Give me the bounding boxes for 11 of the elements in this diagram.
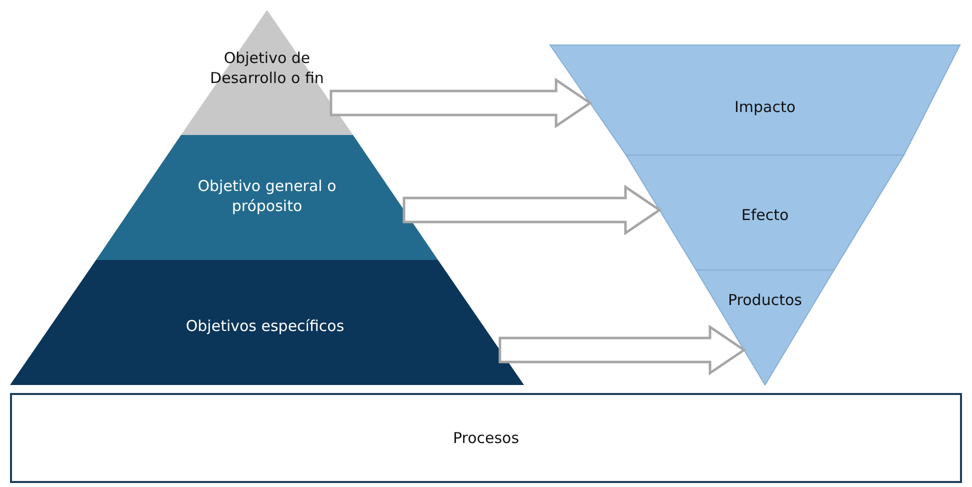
node-label: Productos (727, 290, 803, 310)
node-label: Objetivos específicos (184, 316, 346, 336)
block-arrow (498, 324, 746, 376)
block-arrow (330, 78, 592, 128)
node-label: Efecto (740, 205, 790, 225)
process-bar (10, 393, 962, 483)
node-label: Procesos (452, 428, 520, 448)
node-label: Objetivo de Desarrollo o fin (209, 48, 325, 88)
node-label: Objetivo general o próposito (196, 176, 338, 216)
node-label: Impacto (733, 97, 797, 117)
block-arrow (402, 184, 662, 236)
